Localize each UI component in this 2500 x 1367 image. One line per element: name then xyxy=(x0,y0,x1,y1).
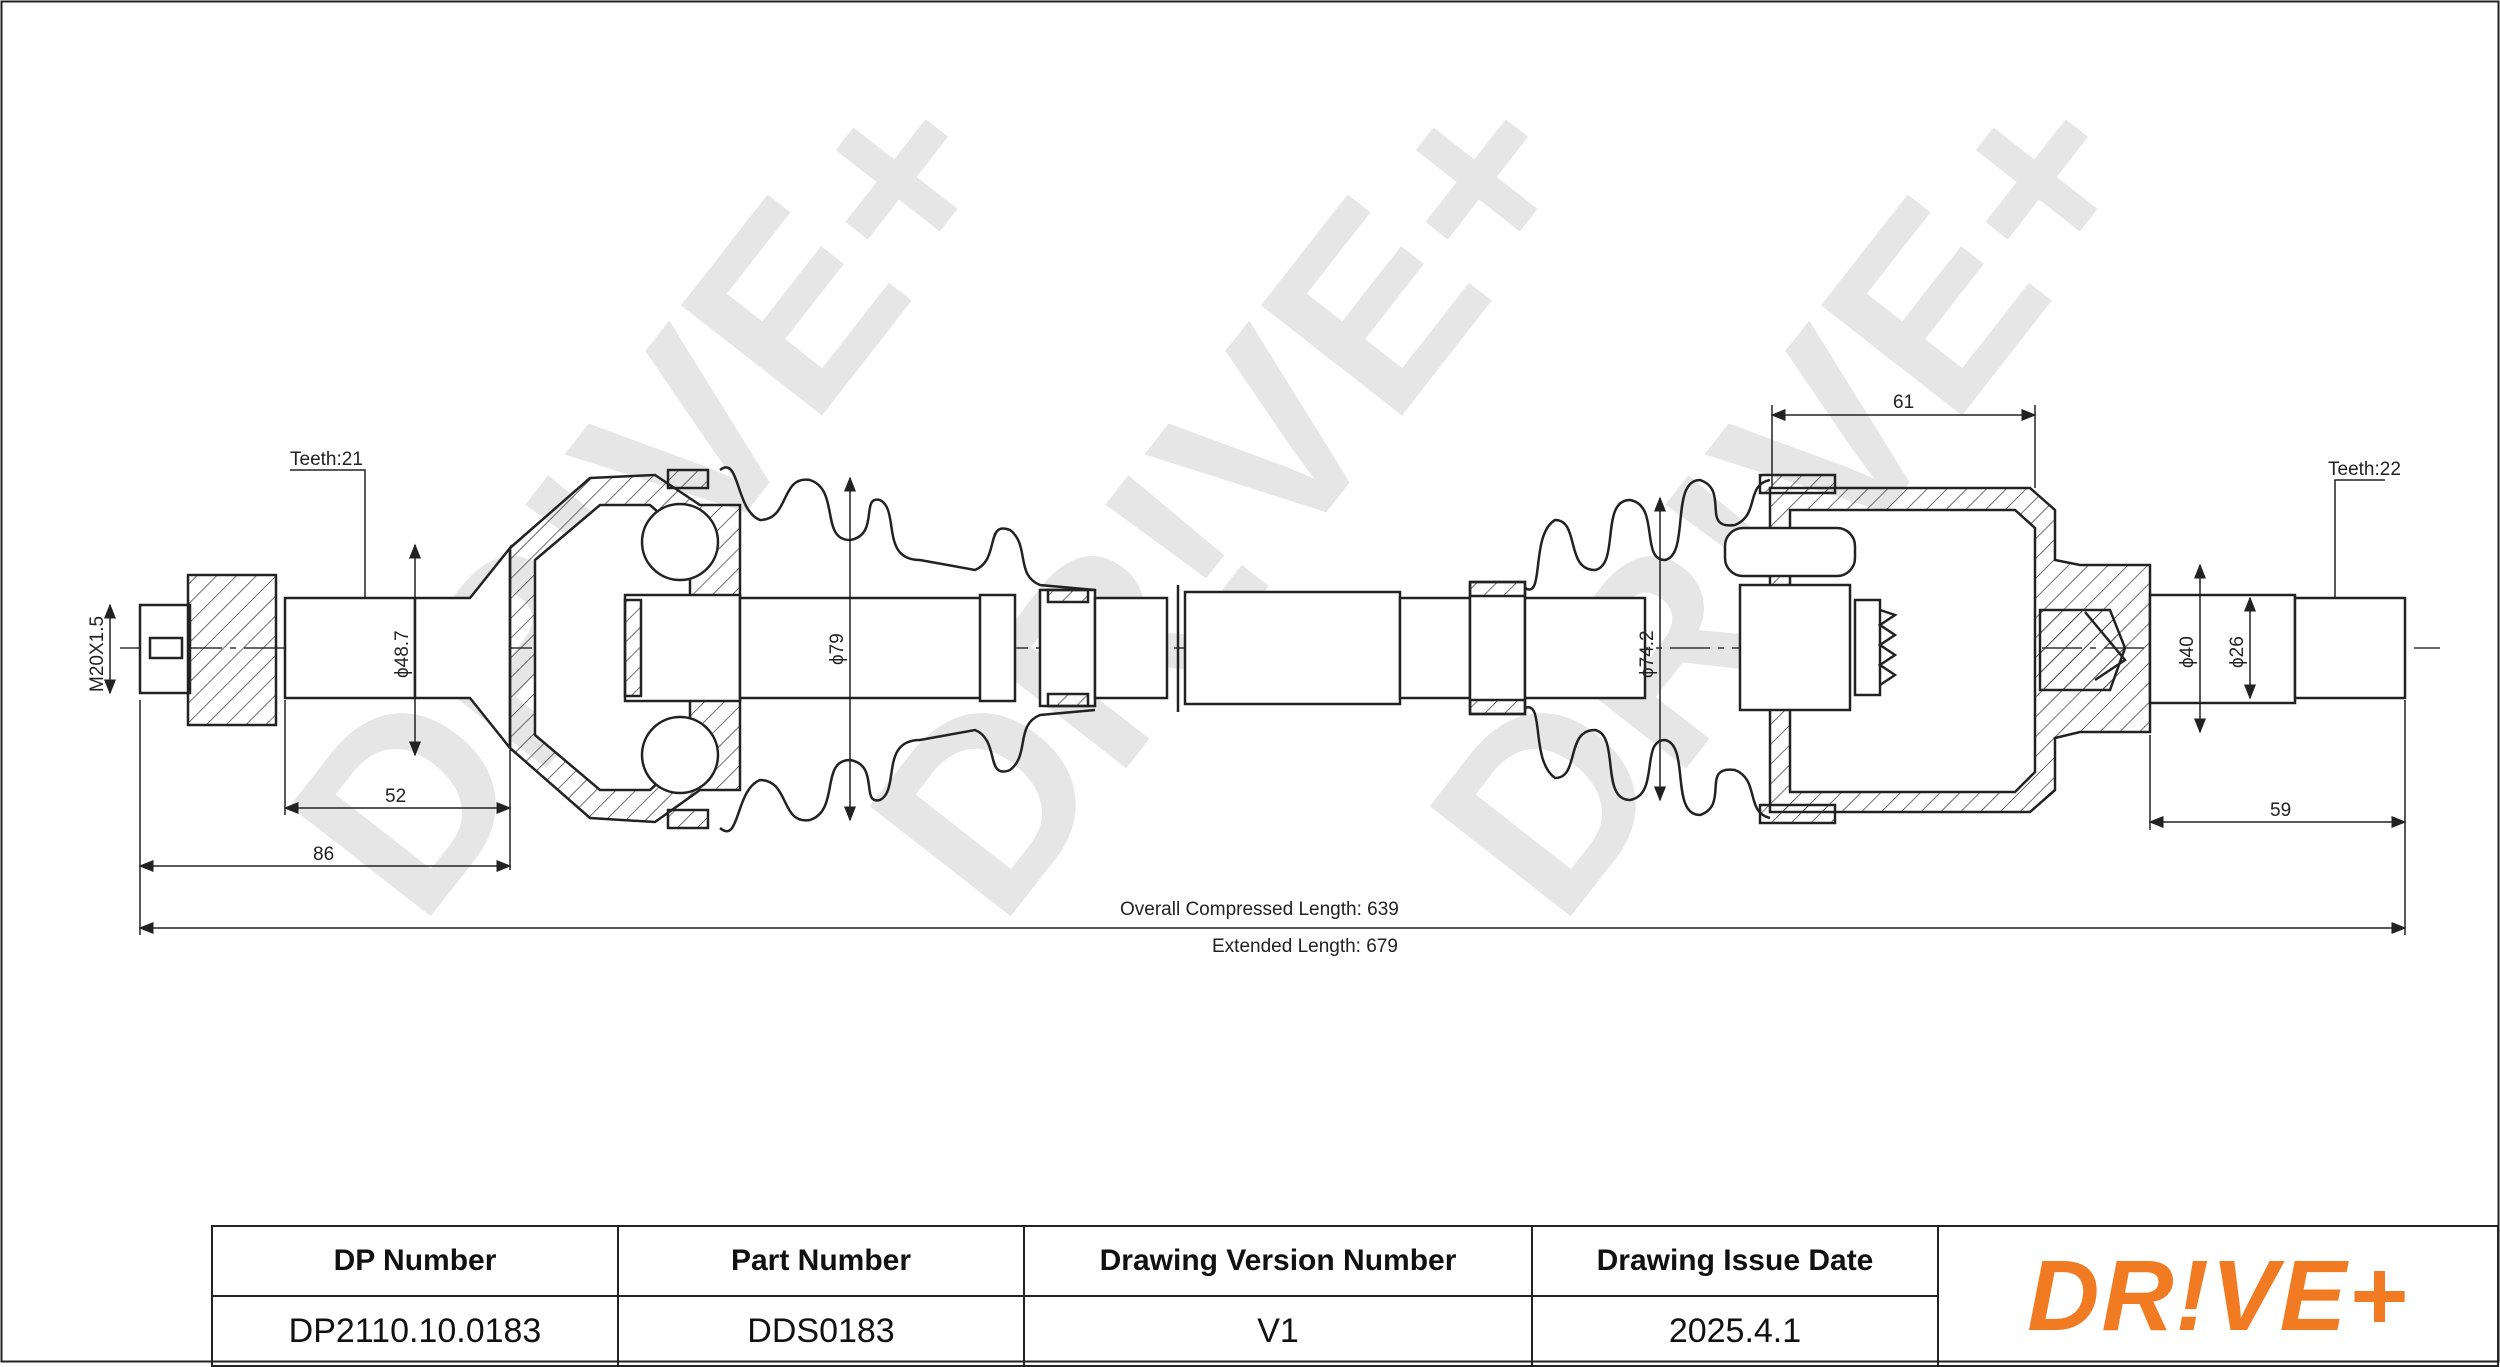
d48-7-label: ϕ48.7 xyxy=(392,630,413,678)
value-part-number: DDS0183 xyxy=(617,1295,1025,1367)
dimensions xyxy=(104,405,2407,935)
spring xyxy=(1877,608,1898,687)
right-spline xyxy=(2293,596,2407,700)
d40-label: ϕ40 xyxy=(2177,636,2198,668)
left-clamp xyxy=(1038,588,1097,708)
d74-2-label: ϕ74.2 xyxy=(1637,630,1658,678)
left-spline xyxy=(283,596,417,700)
len-86-label: 86 xyxy=(313,844,334,865)
len-59-label: 59 xyxy=(2270,800,2291,821)
header-issue-date: Drawing Issue Date xyxy=(1531,1225,1939,1297)
drive-logo: DR!VE+ xyxy=(2027,1240,2409,1352)
len-61-label: 61 xyxy=(1893,392,1914,413)
main-shaft-mid xyxy=(1183,590,1402,706)
teeth-right-label: Teeth:22 xyxy=(2328,459,2401,480)
header-dp-number: DP Number xyxy=(211,1225,619,1297)
header-part-number: Part Number xyxy=(617,1225,1025,1297)
value-dp-number: DP2110.10.0183 xyxy=(211,1295,619,1367)
value-issue-date: 2025.4.1 xyxy=(1531,1295,1939,1367)
d79-label: ϕ79 xyxy=(827,633,848,665)
left-nut xyxy=(186,573,278,727)
extended-length-label: Extended Length: 679 xyxy=(1212,936,1398,957)
tripod-roller xyxy=(1723,526,1857,578)
teeth-left-label: Teeth:21 xyxy=(290,449,363,470)
overall-length-label: Overall Compressed Length: 639 xyxy=(1120,899,1399,920)
d26-label: ϕ26 xyxy=(2227,636,2248,668)
header-drawing-version: Drawing Version Number xyxy=(1023,1225,1533,1297)
logo-cell: DR!VE+ xyxy=(1937,1225,2499,1367)
dimension-labels: Teeth:21 Teeth:22 M20X1.5 ϕ48.7 ϕ79 ϕ74.… xyxy=(87,392,2401,957)
thread-label: M20X1.5 xyxy=(87,616,108,692)
title-block: DP Number Part Number Drawing Version Nu… xyxy=(211,1225,2499,1367)
left-ball-bottom xyxy=(640,715,720,795)
shaft-geometry xyxy=(138,466,2407,833)
left-boot xyxy=(719,466,1096,592)
left-ball-top xyxy=(640,502,720,582)
len-52-label: 52 xyxy=(385,786,406,807)
right-shaft xyxy=(2148,593,2297,705)
right-clamp xyxy=(1468,580,1527,716)
right-boot xyxy=(1524,478,1771,591)
value-drawing-version: V1 xyxy=(1023,1295,1533,1367)
main-shaft-left xyxy=(738,596,997,700)
